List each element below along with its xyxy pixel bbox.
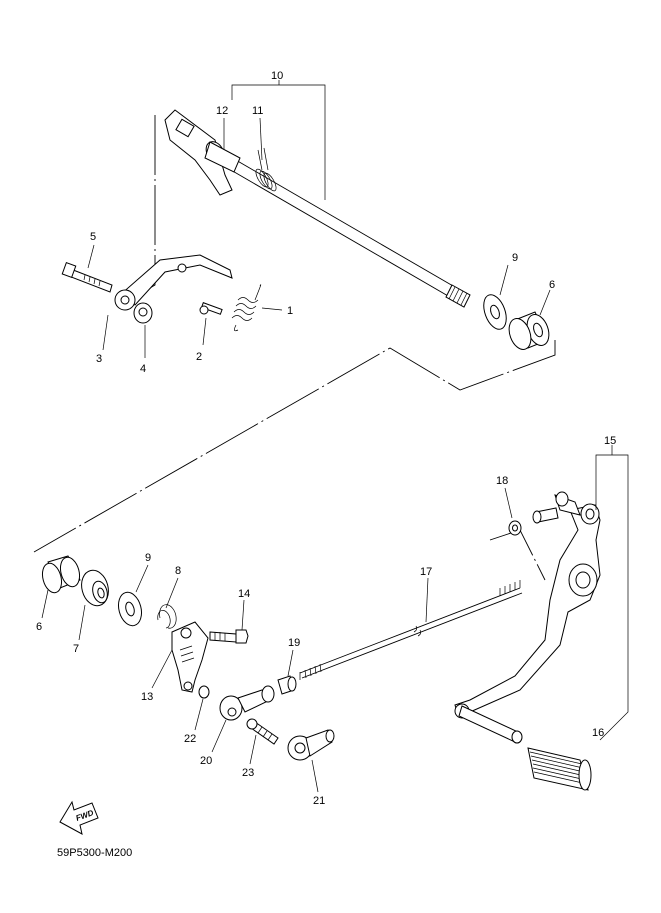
label-13: 13 xyxy=(141,691,153,703)
label-20: 20 xyxy=(200,755,212,767)
label-3: 3 xyxy=(96,353,102,365)
bolt-2 xyxy=(199,302,223,346)
label-7: 7 xyxy=(73,643,79,655)
label-1: 1 xyxy=(287,305,293,317)
label-11: 11 xyxy=(252,105,263,117)
label-5: 5 xyxy=(90,231,96,243)
label-10: 10 xyxy=(271,70,283,82)
label-18: 18 xyxy=(496,475,508,487)
label-8: 8 xyxy=(175,565,181,577)
shift-arm-13 xyxy=(151,621,209,693)
shaft-spring xyxy=(255,147,277,192)
label-4: 4 xyxy=(140,363,146,375)
bolt-14 xyxy=(209,599,249,644)
stopper-lever-assembly xyxy=(61,244,233,358)
label-6-lower: 6 xyxy=(36,621,42,633)
bushing-6-lower xyxy=(41,555,81,619)
bolt-nut-18 xyxy=(504,487,559,536)
shift-pedal-15 xyxy=(454,445,629,744)
shift-rod-17 xyxy=(299,577,523,680)
label-9-lower: 9 xyxy=(145,552,151,564)
circlip-8 xyxy=(157,604,177,629)
oil-seal-7 xyxy=(78,569,109,641)
label-12: 12 xyxy=(216,105,228,117)
fwd-arrow-icon: FWD xyxy=(59,800,99,835)
bolt-23 xyxy=(246,718,279,765)
label-2: 2 xyxy=(196,351,202,363)
pedal-rubber-16 xyxy=(527,747,592,791)
nut-19 xyxy=(277,649,297,695)
shift-shaft-assembly xyxy=(164,80,471,308)
part-labels: 10 12 11 5 9 6 1 2 3 4 15 18 9 8 17 14 6… xyxy=(36,70,616,807)
label-15: 15 xyxy=(604,435,616,447)
label-23: 23 xyxy=(242,767,254,779)
label-9-upper: 9 xyxy=(512,252,518,264)
assembly-boundary xyxy=(33,115,556,581)
joint-21 xyxy=(287,729,335,793)
bushing-6-upper xyxy=(508,289,551,350)
joint-20 xyxy=(211,685,275,753)
label-17: 17 xyxy=(420,566,432,578)
nut-22 xyxy=(198,685,210,699)
label-21: 21 xyxy=(313,795,325,807)
label-22: 22 xyxy=(184,733,196,745)
label-14: 14 xyxy=(238,588,250,600)
label-16: 16 xyxy=(592,727,604,739)
label-19: 19 xyxy=(288,637,300,649)
return-spring-1 xyxy=(231,284,283,332)
label-6-upper: 6 xyxy=(549,279,555,291)
diagram-code: 59P5300-M200 xyxy=(57,847,132,859)
